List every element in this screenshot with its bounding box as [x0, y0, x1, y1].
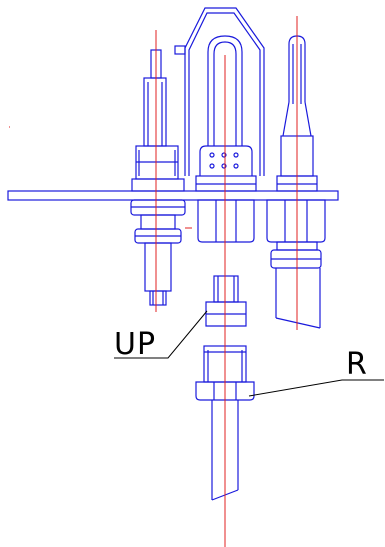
leaders: [114, 310, 384, 397]
right-thermocouple: [266, 35, 326, 329]
centerlines: [9, 16, 298, 547]
r-label: R: [346, 347, 368, 382]
up-leader-line: [114, 310, 208, 359]
assembly-outline: [7, 7, 339, 501]
left-electrode: [130, 49, 186, 306]
center-pilot-hood: [174, 7, 265, 243]
up-fitting: [205, 275, 247, 327]
r-leader-line: [248, 379, 384, 397]
mounting-plate: [7, 190, 339, 201]
up-label: UP: [114, 327, 156, 362]
